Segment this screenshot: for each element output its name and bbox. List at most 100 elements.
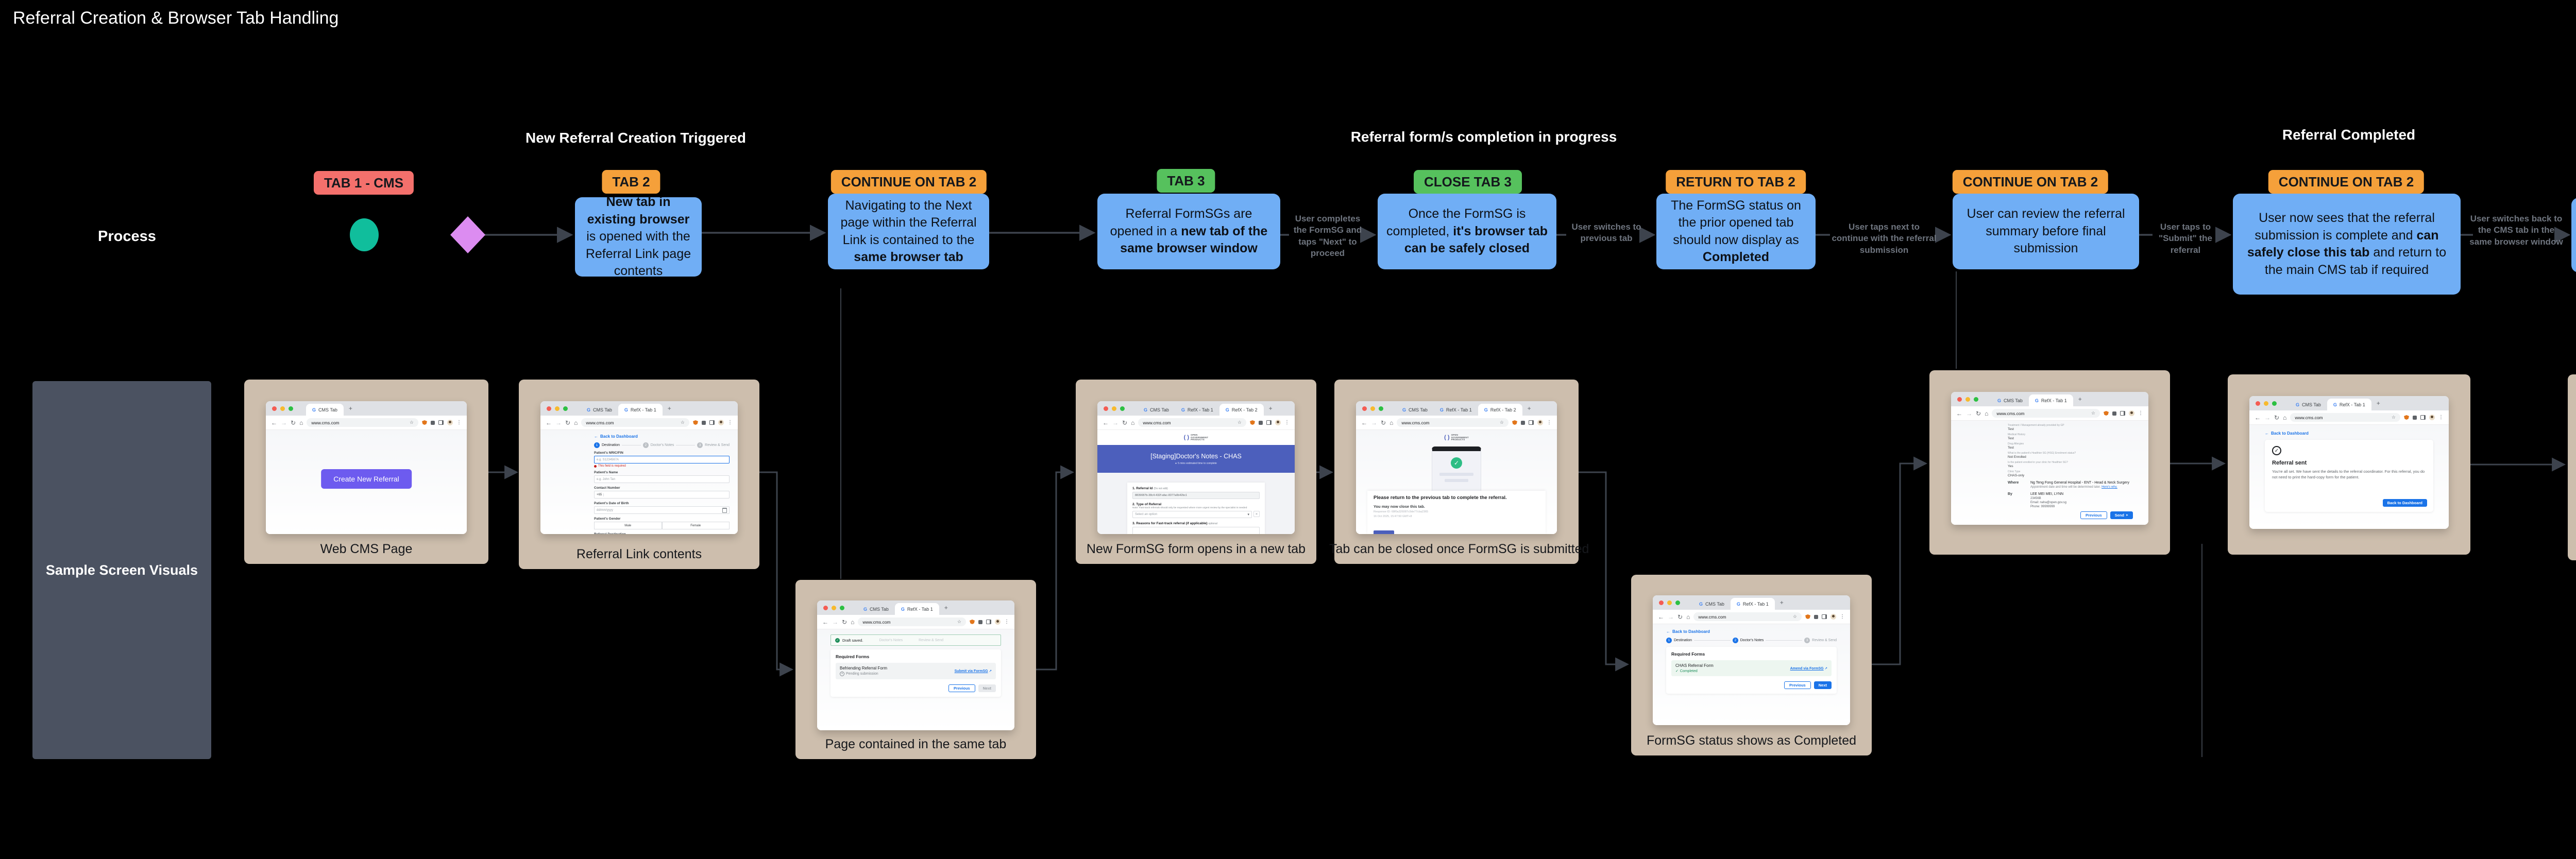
metamask-extension-icon[interactable]	[1250, 420, 1255, 425]
menu-kebab-icon[interactable]: ⋮	[1547, 420, 1552, 425]
back-to-dashboard-link[interactable]: ← Back to Dashboard	[1666, 629, 1710, 634]
back-to-dashboard-link[interactable]: ← Back to Dashboard	[594, 434, 638, 439]
home-icon[interactable]: ⌂	[574, 419, 578, 426]
home-icon[interactable]: ⌂	[2283, 414, 2287, 421]
metamask-extension-icon[interactable]	[693, 420, 698, 425]
bookmark-star-icon[interactable]: ☆	[1499, 420, 1504, 425]
profile-avatar[interactable]	[2129, 410, 2134, 416]
extensions-puzzle-icon[interactable]	[978, 620, 982, 624]
maximize-window-button[interactable]	[2272, 401, 2277, 406]
extensions-puzzle-icon[interactable]	[1521, 420, 1525, 425]
home-icon[interactable]: ⌂	[1389, 419, 1394, 426]
profile-avatar[interactable]	[1831, 614, 1836, 620]
maximize-window-button[interactable]	[1120, 406, 1125, 411]
forward-icon[interactable]: →	[281, 419, 287, 426]
back-to-dashboard-link[interactable]: ← Back to Dashboard	[2265, 431, 2309, 436]
fast-track-reasons-textarea[interactable]	[1132, 527, 1260, 534]
address-bar[interactable]: www.cms.com☆	[1992, 409, 2100, 418]
referral-id-input[interactable]: 8839087b-38c4-432f-afac-8377a0b42bc1	[1132, 492, 1260, 499]
calendar-icon[interactable]	[722, 507, 727, 513]
bookmark-star-icon[interactable]: ☆	[2091, 410, 2095, 416]
minimize-window-button[interactable]	[555, 406, 560, 411]
profile-avatar[interactable]	[718, 420, 724, 425]
minimize-window-button[interactable]	[280, 406, 285, 411]
extensions-puzz le-icon[interactable]	[2112, 411, 2116, 416]
bookmark-star-icon[interactable]: ☆	[409, 420, 414, 425]
home-icon[interactable]: ⌂	[1985, 409, 1989, 417]
gender-female-option[interactable]: Female	[662, 522, 730, 529]
create-new-referral-button[interactable]: Create New Referral	[321, 469, 412, 489]
close-window-button[interactable]	[2256, 401, 2260, 406]
forward-icon[interactable]: →	[1668, 613, 1674, 621]
home-icon[interactable]: ⌂	[851, 618, 855, 626]
new-tab-button[interactable]: +	[348, 405, 352, 412]
address-bar[interactable]: www.cms.com☆	[2290, 413, 2400, 422]
forward-icon[interactable]: →	[555, 419, 562, 426]
close-window-button[interactable]	[1104, 406, 1108, 411]
close-window-button[interactable]	[547, 406, 551, 411]
back-icon[interactable]: ←	[1658, 613, 1664, 621]
new-tab-button[interactable]: +	[2078, 396, 2082, 403]
name-input[interactable]: e.g. John Tan	[594, 475, 730, 483]
new-tab-button[interactable]: +	[944, 604, 948, 611]
forward-icon[interactable]: →	[1966, 409, 1972, 417]
heres-why-link[interactable]: Here's why.	[2102, 486, 2117, 489]
next-button[interactable]: Next	[1814, 681, 1832, 689]
menu-kebab-icon[interactable]: ⋮	[1840, 614, 1845, 620]
maximize-window-button[interactable]	[563, 406, 568, 411]
next-button[interactable]: Next	[978, 684, 996, 692]
maximize-window-button[interactable]	[289, 406, 293, 411]
menu-kebab-icon[interactable]: ⋮	[2438, 415, 2444, 420]
address-bar[interactable]: www.cms.com☆	[1693, 612, 1802, 621]
back-to-dashboard-button[interactable]: Back to Dashboard	[2382, 499, 2427, 507]
previous-button[interactable]: Previous	[948, 684, 975, 692]
bookmark-star-icon[interactable]: ☆	[1792, 614, 1797, 619]
refresh-icon[interactable]: ↻	[842, 618, 848, 626]
metamask-extension-icon[interactable]	[2104, 411, 2109, 416]
bookmark-star-icon[interactable]: ☆	[680, 420, 685, 425]
menu-kebab-icon[interactable]: ⋮	[1284, 420, 1290, 425]
refresh-icon[interactable]: ↻	[1677, 613, 1683, 621]
metamask-extension-icon[interactable]	[1805, 614, 1810, 619]
gender-male-option[interactable]: Male	[594, 522, 662, 529]
extensions-puzzle-icon[interactable]	[431, 420, 435, 425]
extensions-puzzle-icon[interactable]	[1259, 420, 1263, 425]
profile-avatar[interactable]	[995, 619, 1001, 625]
side-panel-icon[interactable]	[709, 420, 715, 425]
address-bar[interactable]: www.cms.com☆	[1397, 418, 1509, 427]
side-panel-icon[interactable]	[2420, 415, 2426, 420]
maximize-window-button[interactable]	[1675, 600, 1680, 605]
menu-kebab-icon[interactable]: ⋮	[456, 420, 462, 425]
contact-input[interactable]: +65	[594, 491, 730, 499]
close-window-button[interactable]	[1957, 397, 1962, 402]
back-icon[interactable]: ←	[822, 618, 828, 626]
refresh-icon[interactable]: ↻	[565, 419, 571, 426]
side-panel-icon[interactable]	[1266, 420, 1272, 425]
dob-input[interactable]: dd/mm/yyyy	[594, 506, 730, 514]
close-window-button[interactable]	[823, 606, 828, 610]
side-panel-icon[interactable]	[1529, 420, 1534, 425]
refresh-icon[interactable]: ↻	[2274, 414, 2280, 421]
bookmark-star-icon[interactable]: ☆	[2391, 415, 2396, 420]
home-icon[interactable]: ⌂	[299, 419, 303, 426]
metamask-extension-icon[interactable]	[970, 620, 975, 624]
new-tab-button[interactable]: +	[1780, 599, 1784, 606]
refresh-icon[interactable]: ↻	[291, 419, 296, 426]
profile-avatar[interactable]	[447, 420, 453, 425]
previous-button[interactable]: Previous	[1784, 681, 1811, 689]
minimize-window-button[interactable]	[832, 606, 836, 610]
side-panel-icon[interactable]	[986, 620, 991, 624]
forward-icon[interactable]: →	[832, 618, 838, 626]
profile-avatar[interactable]	[1537, 420, 1543, 425]
previous-button[interactable]: Previous	[2080, 511, 2107, 519]
minimize-window-button[interactable]	[1370, 406, 1375, 411]
